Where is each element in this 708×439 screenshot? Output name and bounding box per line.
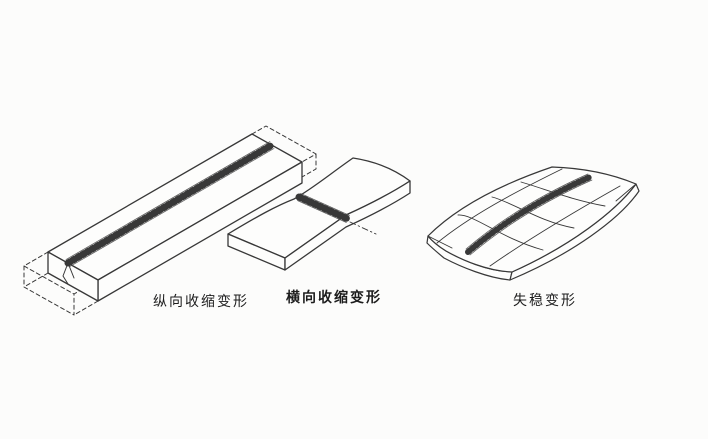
label-transverse-shrinkage: 横向收缩变形: [286, 291, 382, 306]
label-longitudinal-shrinkage: 纵向收缩变形: [153, 295, 249, 310]
weld-centerline-extension: [349, 221, 377, 235]
weld-end-groove: [62, 262, 75, 285]
corner-crease-lines: [427, 183, 637, 249]
dashed-original-outline-far: [251, 125, 317, 178]
plate-right-edge-face: [284, 180, 411, 271]
plate-top-surface: [427, 166, 637, 273]
plate-joint-line: [65, 141, 275, 267]
transverse-shrinkage-diagram: [227, 157, 411, 271]
weld-border-lines: [297, 193, 350, 223]
longitudinal-shrinkage-diagram: [23, 125, 317, 316]
weld-border-lines: [465, 173, 593, 256]
label-buckling: 失稳变形: [513, 294, 577, 309]
weld-bead-hatch: [64, 141, 276, 267]
weld-bead-hatch: [295, 193, 352, 223]
weld-bead-hatch: [465, 174, 593, 255]
grid-longitudinal-lines: [436, 168, 621, 267]
buckling-diagram: [426, 166, 640, 281]
